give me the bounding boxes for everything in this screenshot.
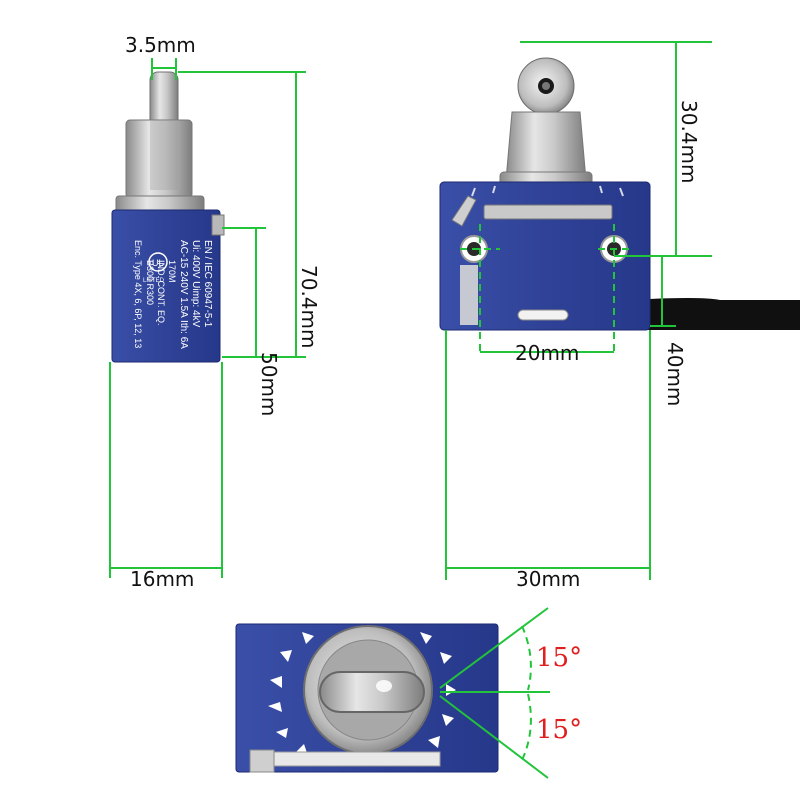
side-body <box>111 209 221 363</box>
angle-lines <box>439 607 550 779</box>
side-view: EN / IEC 60947-5-1 Ui: 400V Uimp: 4kV AC… <box>109 33 321 591</box>
front-view: Telemecanique Osiswitch <box>439 41 800 591</box>
front-top-bar <box>483 204 613 220</box>
svg-text:CE: CE <box>162 468 192 504</box>
top-roller <box>319 671 425 713</box>
svg-text:EAC: EAC <box>163 410 188 457</box>
label-standard: EN / IEC 60947-5-1 <box>202 240 213 328</box>
cable <box>630 298 800 330</box>
brand-text: Telemecanique <box>465 386 477 460</box>
svg-text:UL: UL <box>152 258 164 268</box>
brand-logo-icon <box>461 465 475 479</box>
label-ip66: IP66 <box>190 380 201 401</box>
top-bottom-strip <box>249 751 441 767</box>
top-view: 15° 15° <box>235 607 582 779</box>
front-bottom-slot <box>517 309 569 321</box>
dim-total-height: 70.4mm <box>297 265 321 349</box>
label-cont-eq: IND. CONT. EQ. <box>156 260 166 326</box>
front-plunger <box>505 111 587 181</box>
label-ratings: Ui: 400V Uimp: 4kV <box>190 240 201 328</box>
ce-mark: CE <box>162 468 192 504</box>
angle-upper: 15° <box>536 643 582 673</box>
front-brand-label: Telemecanique <box>465 386 477 460</box>
label-listed: 170M <box>167 260 177 283</box>
dim-hole-spacing: 20mm <box>515 341 579 365</box>
front-cam-lever <box>451 195 477 227</box>
side-rating-label: EN / IEC 60947-5-1 Ui: 400V Uimp: 4kV AC… <box>133 240 213 401</box>
dim-roller-width: 3.5mm <box>125 33 196 57</box>
ccc-mark <box>138 489 158 515</box>
cul-mark <box>145 367 165 387</box>
listed-text: LISTED <box>143 278 165 284</box>
dim-body-width: 30mm <box>516 567 580 591</box>
front-cover-strip <box>460 265 478 325</box>
ul-listed-mark: UL LISTED <box>143 252 168 284</box>
label-b300: B300 R300 <box>145 260 155 305</box>
label-enclosure: Enc. Type 4X, 6, 6P, 12, 13 <box>133 240 143 348</box>
label-current: AC-15 240V 1.5A Ith: 6A <box>178 240 189 349</box>
side-dimension-lines <box>109 58 306 578</box>
model-text: Osiswitch <box>491 399 508 470</box>
label-ip67: IP67 <box>178 380 189 401</box>
dim-body-depth: 16mm <box>130 567 194 591</box>
dim-hole-to-base: 40mm <box>663 342 687 406</box>
dim-body-height: 50mm <box>257 352 281 416</box>
front-angle-ticks <box>471 185 624 197</box>
angle-lower: 15° <box>536 715 582 745</box>
front-dimension-lines <box>445 41 712 580</box>
dim-head-height: 30.4mm <box>677 100 701 184</box>
eac-mark: EAC <box>163 410 188 457</box>
